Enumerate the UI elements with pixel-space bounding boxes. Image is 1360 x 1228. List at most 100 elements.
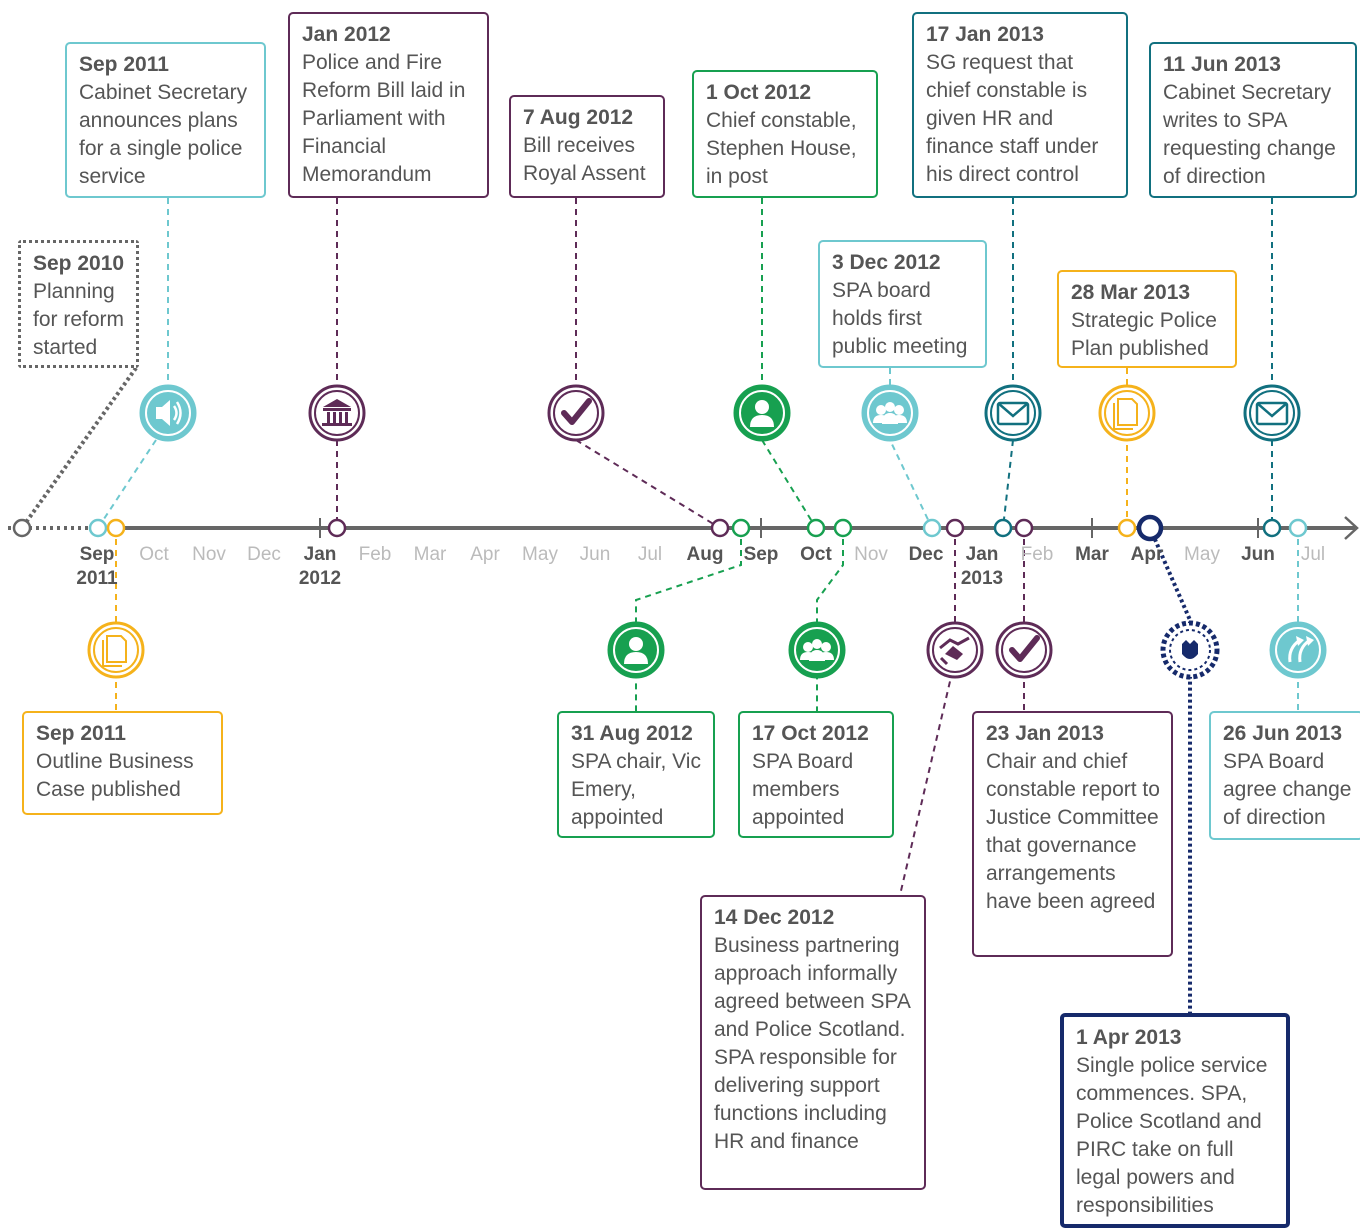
event-date: 26 Jun 2013 (1223, 722, 1343, 745)
event-box: Sep 2011 Cabinet Secretary announces pla… (65, 42, 266, 198)
event-marker (1288, 518, 1308, 538)
event-description: Police and Fire Reform Bill laid in Parl… (302, 51, 466, 186)
document-icon (1098, 384, 1156, 442)
event-date: 31 Aug 2012 (571, 722, 693, 745)
event-marker (106, 518, 126, 538)
event-description: Planning for reform started (33, 280, 125, 359)
axis-month-label: Feb (1021, 544, 1054, 565)
axis-month-label: Jun (580, 544, 611, 565)
event-box: 14 Dec 2012 Business partnering approach… (700, 895, 926, 1190)
axis-month-label: Mar (1075, 544, 1109, 565)
axis-month-label: Dec (909, 544, 944, 565)
event-box: 17 Oct 2012 SPA Board members appointed (738, 711, 894, 838)
event-box: 17 Jan 2013 SG request that chief consta… (912, 12, 1128, 198)
event-date: Sep 2011 (79, 53, 169, 76)
connector-line (575, 198, 721, 529)
person-icon (607, 621, 665, 679)
event-date: 1 Apr 2013 (1076, 1026, 1182, 1049)
event-marker (327, 518, 347, 538)
event-box: 23 Jan 2013 Chair and chief constable re… (972, 711, 1173, 957)
axis-year-label: 2012 (299, 568, 341, 589)
thistle-icon (1160, 620, 1220, 680)
axis-month-label: Nov (192, 544, 226, 565)
event-date: 14 Dec 2012 (714, 906, 835, 929)
connector-line (1002, 198, 1014, 529)
event-description: Cabinet Secretary announces plans for a … (79, 81, 248, 188)
event-box: 28 Mar 2013 Strategic Police Plan publis… (1057, 270, 1237, 368)
event-marker (710, 518, 730, 538)
connector-line (899, 528, 956, 896)
event-marker (1117, 518, 1137, 538)
event-box: 11 Jun 2013 Cabinet Secretary writes to … (1149, 42, 1357, 198)
event-description: Single police service commences. SPA, Po… (1076, 1054, 1268, 1217)
axis-month-label: Dec (247, 544, 281, 565)
envelope-icon (984, 384, 1042, 442)
document-icon (87, 621, 145, 679)
event-date: 17 Jan 2013 (926, 23, 1044, 46)
event-description: SPA chair, Vic Emery, appointed (571, 750, 701, 829)
event-box: 26 Jun 2013 SPA Board agree change of di… (1209, 711, 1360, 840)
axis-month-label: Oct (800, 544, 832, 565)
event-marker (922, 518, 942, 538)
group-icon (861, 384, 919, 442)
tick-icon (547, 384, 605, 442)
event-description: Chief constable, Stephen House, in post (706, 109, 857, 188)
event-description: Bill receives Royal Assent (523, 134, 646, 185)
tick-icon (995, 621, 1053, 679)
axis-month-label: May (522, 544, 558, 565)
event-description: SPA Board agree change of direction (1223, 750, 1352, 829)
upturn-arrow-icon (1269, 621, 1327, 679)
axis-month-label: Sep (744, 544, 779, 565)
event-box: Sep 2011 Outline Business Case published (22, 711, 223, 815)
axis-month-label: Mar (414, 544, 447, 565)
event-description: Strategic Police Plan published (1071, 309, 1217, 360)
event-marker (806, 518, 826, 538)
event-description: Chair and chief constable report to Just… (986, 750, 1160, 913)
connector-line (97, 439, 157, 529)
event-marker (833, 518, 853, 538)
axis-month-label: Aug (687, 544, 724, 565)
axis-year-label: 2013 (961, 568, 1003, 589)
connector-line (1148, 527, 1192, 1013)
event-date: 17 Oct 2012 (752, 722, 869, 745)
event-description: Business partnering approach informally … (714, 934, 910, 1153)
axis-month-label: Feb (359, 544, 392, 565)
event-description: Cabinet Secretary writes to SPA requesti… (1163, 81, 1336, 188)
parliament-icon (308, 384, 366, 442)
event-description: SG request that chief constable is given… (926, 51, 1099, 186)
handshake-icon (926, 621, 984, 679)
connector-line (20, 366, 138, 530)
event-date: Sep 2011 (36, 722, 126, 745)
axis-month-label: Sep (80, 544, 115, 565)
axis-month-label: Jan (304, 544, 337, 565)
axis-month-label: Oct (139, 544, 169, 565)
axis-month-label: Jul (1301, 544, 1325, 565)
event-date: 3 Dec 2012 (832, 251, 941, 274)
event-marker (12, 518, 32, 538)
event-box: 31 Aug 2012 SPA chair, Vic Emery, appoin… (557, 711, 715, 838)
event-marker (945, 518, 965, 538)
event-date: Sep 2010 (33, 252, 125, 275)
event-marker (1136, 514, 1164, 542)
event-date: 1 Oct 2012 (706, 81, 812, 104)
event-box: Sep 2010 Planning for reform started (18, 240, 139, 368)
envelope-icon (1243, 384, 1301, 442)
event-box: 3 Dec 2012 SPA board holds first public … (818, 240, 987, 368)
axis-month-label: May (1184, 544, 1220, 565)
event-date: 23 Jan 2013 (986, 722, 1104, 745)
event-description: SPA Board members appointed (752, 750, 854, 829)
axis-month-label: Apr (1131, 544, 1164, 565)
axis-month-label: Jul (638, 544, 662, 565)
axis-month-label: Nov (854, 544, 888, 565)
speaker-icon (139, 384, 197, 442)
event-description: Outline Business Case published (36, 750, 194, 801)
event-box: 1 Apr 2013 Single police service commenc… (1060, 1013, 1290, 1228)
event-date: Jan 2012 (302, 23, 391, 46)
event-marker (88, 518, 108, 538)
event-box: 7 Aug 2012 Bill receives Royal Assent (509, 95, 665, 198)
event-marker (993, 518, 1013, 538)
event-date: 7 Aug 2012 (523, 106, 634, 129)
axis-month-label: Apr (470, 544, 500, 565)
person-icon (733, 384, 791, 442)
